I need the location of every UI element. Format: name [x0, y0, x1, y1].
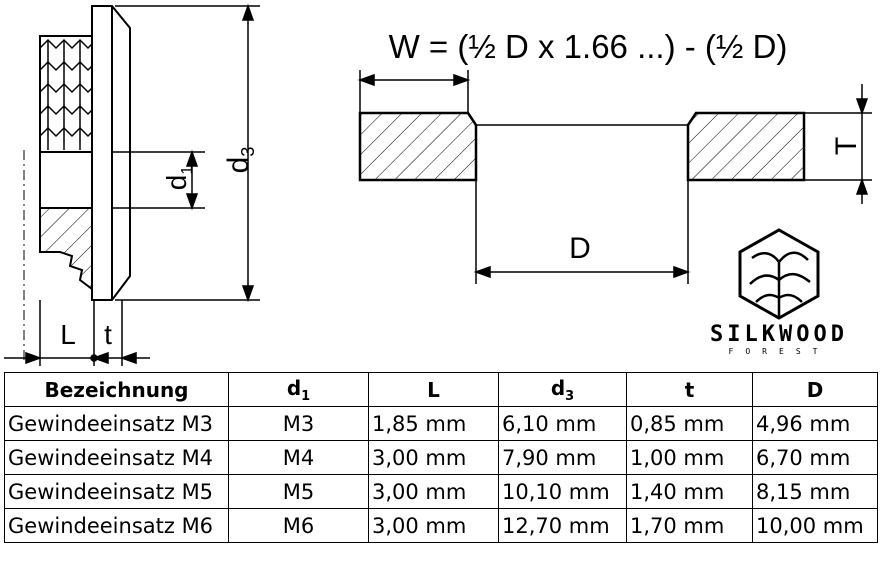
cell-t: 1,70 mm	[626, 508, 753, 543]
label-d1: d1	[161, 166, 196, 191]
cell-bezeichnung: Gewindeeinsatz M5	[4, 474, 229, 509]
cell-d1: M5	[228, 474, 369, 509]
cell-d1: M3	[228, 406, 369, 441]
cell-D: 10,00 mm	[752, 508, 878, 543]
cell-bezeichnung: Gewindeeinsatz M6	[4, 508, 229, 543]
table-row: Gewindeeinsatz M3 M3 1,85 mm 6,10 mm 0,8…	[4, 406, 878, 441]
hole-cross-section	[358, 111, 806, 182]
header-l: L	[368, 372, 499, 407]
hole-dimensions	[357, 70, 872, 284]
cell-D: 6,70 mm	[752, 440, 878, 475]
label-L: L	[60, 319, 76, 350]
cell-t: 1,40 mm	[626, 474, 753, 509]
header-bezeichnung: Bezeichnung	[4, 372, 229, 407]
table-row: Gewindeeinsatz M5 M5 3,00 mm 10,10 mm 1,…	[4, 474, 878, 509]
formula-text: W = (½ D x 1.66 ...) - (½ D)	[389, 28, 788, 65]
header-d3: d3	[498, 372, 627, 407]
cell-d3: 7,90 mm	[498, 440, 627, 475]
insert-side-view	[23, 5, 131, 360]
cell-d1: M6	[228, 508, 369, 543]
cell-bezeichnung: Gewindeeinsatz M3	[4, 406, 229, 441]
label-D: D	[569, 232, 591, 265]
label-T: T	[830, 137, 863, 155]
cell-l: 1,85 mm	[368, 406, 499, 441]
cell-d1: M4	[228, 440, 369, 475]
cell-t: 0,85 mm	[626, 406, 753, 441]
table-header-row: Bezeichnung d1 L d3 t D	[4, 372, 878, 407]
cell-D: 8,15 mm	[752, 474, 878, 509]
header-d1: d1	[228, 372, 369, 407]
label-d3: d3	[222, 147, 258, 174]
header-D: D	[752, 372, 878, 407]
cell-bezeichnung: Gewindeeinsatz M4	[4, 440, 229, 475]
label-t: t	[104, 319, 112, 350]
brand-name: SILKWOOD	[710, 322, 848, 347]
cell-t: 1,00 mm	[626, 440, 753, 475]
table-row: Gewindeeinsatz M6 M6 3,00 mm 12,70 mm 1,…	[4, 508, 878, 543]
technical-drawing: d3 d1 L t W = (½ D x 1.66 ...) - (½ D) D…	[4, 3, 872, 366]
cell-D: 4,96 mm	[752, 406, 878, 441]
brand-block: SILKWOOD FOREST	[686, 322, 872, 356]
silkwood-logo-icon	[738, 228, 820, 320]
cell-d3: 10,10 mm	[498, 474, 627, 509]
insert-dimensions	[4, 3, 260, 366]
cell-d3: 12,70 mm	[498, 508, 627, 543]
brand-sub: FOREST	[728, 347, 830, 356]
spec-table: Bezeichnung d1 L d3 t D Gewindeeinsatz M…	[4, 372, 878, 543]
cell-d3: 6,10 mm	[498, 406, 627, 441]
cell-l: 3,00 mm	[368, 474, 499, 509]
cell-l: 3,00 mm	[368, 508, 499, 543]
table-row: Gewindeeinsatz M4 M4 3,00 mm 7,90 mm 1,0…	[4, 440, 878, 475]
cell-l: 3,00 mm	[368, 440, 499, 475]
header-t: t	[626, 372, 753, 407]
